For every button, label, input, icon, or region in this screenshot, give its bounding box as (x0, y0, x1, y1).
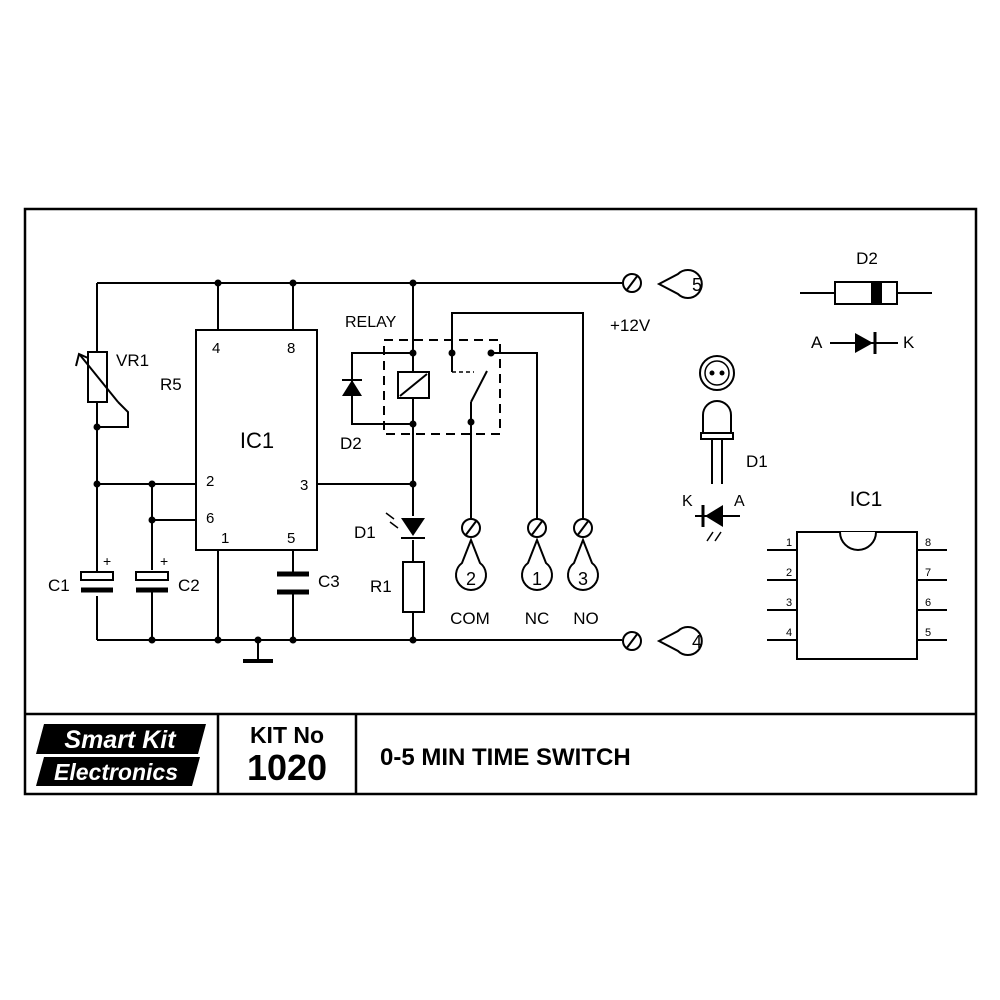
com-label: COM (450, 609, 490, 628)
screw-terminal-bottom (622, 631, 642, 651)
led-top-view-icon (699, 355, 735, 391)
dip-pin-label: 5 (925, 627, 931, 639)
ic1-pin1: 1 (221, 530, 229, 547)
c1-label: C1 (48, 576, 70, 595)
kit-no-label: KIT No (250, 722, 324, 748)
vr1-label: VR1 (116, 351, 149, 370)
c2-label: C2 (178, 576, 200, 595)
ic1-label: IC1 (240, 428, 274, 453)
ic1-pin6: 6 (206, 510, 214, 527)
ic1-pin2: 2 (206, 473, 214, 490)
dip-pin-label: 1 (786, 537, 792, 549)
d1-package-title: D1 (746, 452, 768, 471)
dip-pin-label: 4 (786, 627, 792, 639)
outer-frame (23, 207, 978, 796)
d1-anode-label: A (734, 493, 745, 510)
ic1-dip-package-icon (767, 531, 947, 660)
led-symbol-icon (695, 505, 740, 542)
screw-terminal-com (461, 518, 481, 538)
d2-package-icon (800, 281, 932, 305)
screw-terminal-no (573, 518, 593, 538)
r1-label: R1 (370, 577, 392, 596)
terminal-tag-3 (567, 537, 599, 591)
d1-led (385, 512, 425, 539)
ic1-pin3: 3 (300, 477, 308, 494)
d2-label: D2 (340, 434, 362, 453)
ic1-package-title: IC1 (850, 488, 883, 511)
nc-label: NC (525, 609, 550, 628)
supply-label: +12V (610, 316, 651, 335)
r1-resistor (402, 561, 425, 613)
dip-pin-label: 8 (925, 537, 931, 549)
kit-number: 1020 (247, 747, 327, 788)
d2-package-title: D2 (856, 249, 878, 268)
ic1-pin8: 8 (287, 340, 295, 357)
kit-title: 0-5 MIN TIME SWITCH (380, 744, 631, 771)
dip-pin-label: 3 (786, 597, 792, 609)
c1-capacitor (80, 558, 114, 593)
d2-cathode-label: K (903, 333, 915, 352)
logo-line2: Electronics (54, 759, 178, 785)
logo-line1: Smart Kit (64, 726, 177, 754)
relay-coil (397, 371, 430, 399)
terminal-tag-1 (521, 537, 553, 591)
dip-pin-label: 7 (925, 567, 931, 579)
ic1-pin5: 5 (287, 530, 295, 547)
d2-diode (342, 379, 362, 396)
smart-kit-logo: Smart Kit Electronics (36, 724, 206, 786)
d1-label: D1 (354, 523, 376, 542)
screw-terminal-top (580, 273, 642, 293)
c2-plus: + (160, 553, 168, 569)
screw-terminal-nc (527, 518, 547, 538)
terminal-4-number: 4 (692, 632, 702, 652)
led-side-view-icon (700, 400, 734, 484)
terminal-no-number: 3 (578, 569, 588, 589)
c3-capacitor (277, 571, 309, 595)
d2-symbol-icon (830, 332, 898, 354)
wiring (96, 282, 622, 663)
ic1-pin4: 4 (212, 340, 220, 357)
terminal-nc-number: 1 (532, 569, 542, 589)
junction-dots (93, 279, 495, 644)
vr1-potentiometer (75, 351, 119, 403)
ic1-body (195, 329, 318, 551)
c3-label: C3 (318, 572, 340, 591)
c1-plus: + (103, 553, 111, 569)
d2-anode-label: A (811, 333, 823, 352)
terminal-tag-2 (455, 537, 487, 591)
terminal-tag-5 (656, 269, 703, 299)
c2-capacitor (135, 571, 169, 593)
no-label: NO (573, 609, 599, 628)
terminal-com-number: 2 (466, 569, 476, 589)
dip-pin-label: 6 (925, 597, 931, 609)
d1-cathode-label: K (682, 493, 693, 510)
r5-label: R5 (160, 375, 182, 394)
relay-label: RELAY (345, 314, 397, 331)
dip-pin-label: 2 (786, 567, 792, 579)
terminal-tag-4 (656, 626, 703, 656)
terminal-5-number: 5 (692, 275, 702, 295)
